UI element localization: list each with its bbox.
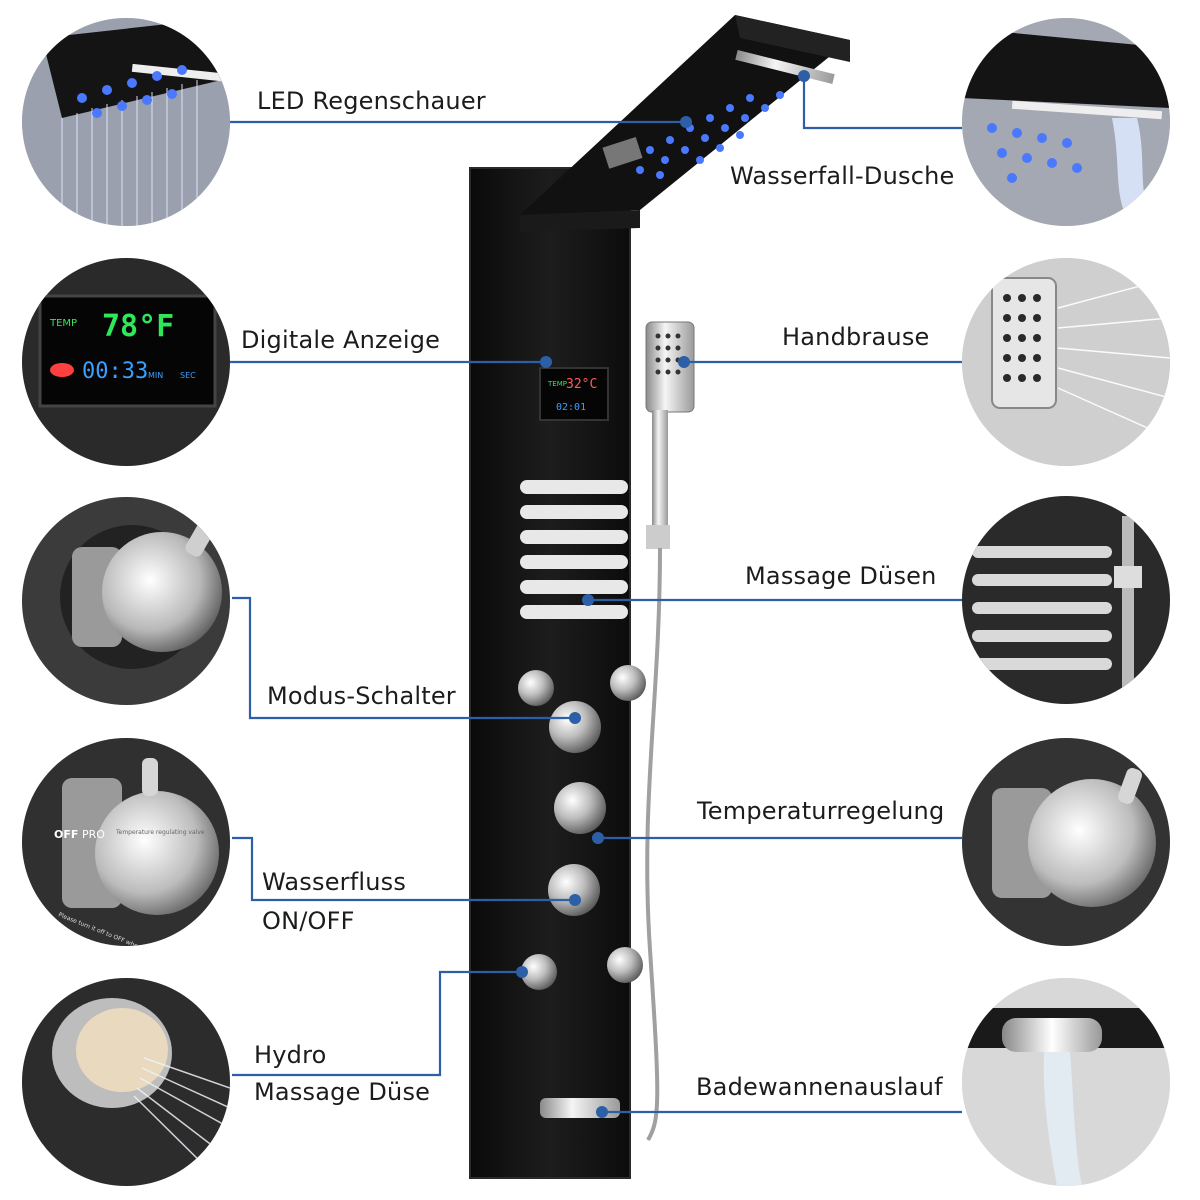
hand-shower — [645, 321, 695, 1142]
display-temp-label: TEMP — [49, 318, 77, 329]
panel-temp-label: TEMP — [547, 380, 567, 388]
panel-digital-display — [539, 367, 609, 421]
label-tub-spout: Badewannenauslauf — [696, 1073, 943, 1101]
panel-knobs — [518, 665, 646, 990]
shower-panel-body: TEMP 32°C 02:01 — [469, 15, 850, 1179]
label-mode-switch: Modus-Schalter — [267, 682, 456, 710]
label-led-rain: LED Regenschauer — [257, 87, 486, 115]
waterfall-detail-photo — [962, 18, 1170, 226]
label-handheld: Handbrause — [782, 323, 930, 351]
massage-jet-rows — [520, 480, 628, 619]
label-waterflow-line1: Wasserfluss — [262, 868, 407, 896]
label-temperature: Temperaturregelung — [697, 797, 945, 825]
connector-dots — [516, 70, 810, 1118]
knob-regulating-text: Temperature regulating valve — [115, 829, 205, 836]
knob-off-text: OFF — [54, 828, 78, 841]
label-waterfall: Wasserfall-Dusche — [730, 162, 955, 190]
label-hydro-line2: Massage Düse — [254, 1078, 431, 1106]
display-time-unit-min: MIN — [148, 371, 163, 380]
label-waterflow-line2: ON/OFF — [262, 907, 355, 935]
temperature-detail-photo — [962, 738, 1170, 946]
hydro-massage-detail-photo — [22, 978, 230, 1186]
knob-pro-text: PRO — [82, 828, 105, 841]
display-time-unit-sec: SEC — [180, 371, 196, 380]
label-massage-jets: Massage Düsen — [745, 562, 937, 590]
waterflow-detail-photo: OFF PRO Temperature regulating valve Ple… — [22, 738, 230, 946]
tub-spout-detail-photo — [962, 978, 1170, 1186]
led-rain-nozzles — [636, 91, 784, 179]
panel-temp-value: 32°C — [566, 377, 597, 392]
handheld-detail-photo — [962, 258, 1170, 466]
tub-spout — [540, 1098, 620, 1118]
connector-lines — [228, 76, 962, 1114]
panel-time-value: 02:01 — [556, 402, 586, 413]
display-temp-value: 78°F — [102, 309, 174, 344]
mode-switch-detail-photo — [22, 497, 230, 705]
label-digital-display: Digitale Anzeige — [241, 326, 441, 354]
display-detail-photo: TEMP 78°F 00:33 MIN SEC — [22, 258, 230, 466]
massage-jets-detail-photo — [962, 496, 1170, 704]
led-rain-detail-photo — [22, 18, 230, 226]
display-time-value: 00:33 — [82, 359, 148, 384]
label-hydro-line1: Hydro — [254, 1041, 327, 1069]
